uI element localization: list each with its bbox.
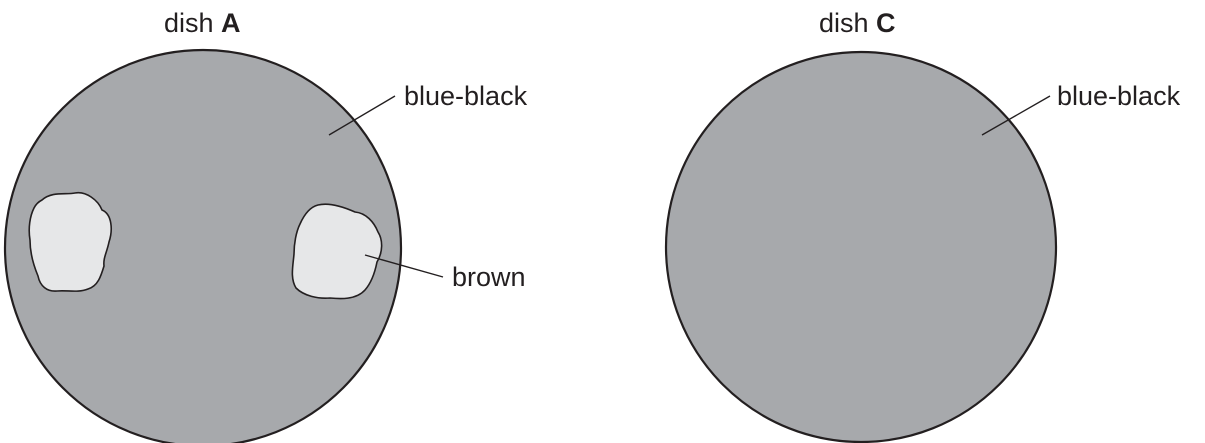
dish-a-brown-label: brown <box>452 262 526 292</box>
dish-a-right-patch <box>292 204 381 298</box>
dish-c-circle <box>666 52 1056 442</box>
dish-a-title: dish A <box>164 8 241 38</box>
dish-a-title-letter: A <box>221 8 241 38</box>
dish-a-left-patch <box>29 193 111 291</box>
dish-c-title-letter: C <box>876 8 896 38</box>
dish-a-blue-black-label: blue-black <box>404 81 528 111</box>
dish-c-title: dish C <box>819 8 896 38</box>
dish-a-title-prefix: dish <box>164 8 221 38</box>
dish-c-group: dish C blue-black <box>666 8 1181 442</box>
dish-a-group: dish A blue-black brown <box>5 8 528 443</box>
dish-c-blue-black-label: blue-black <box>1057 81 1181 111</box>
dish-c-title-prefix: dish <box>819 8 876 38</box>
